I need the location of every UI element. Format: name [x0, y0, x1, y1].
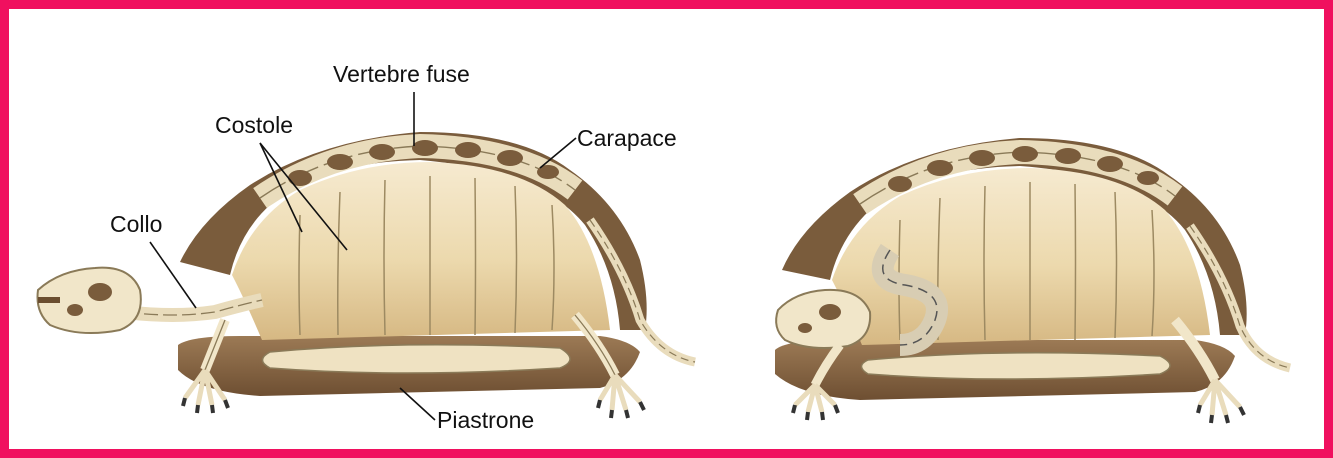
left-neck	[125, 300, 262, 315]
label-carapace: Carapace	[577, 125, 677, 151]
leader-plastron	[400, 388, 435, 420]
left-skull	[38, 268, 141, 333]
right-plastron-bone	[862, 353, 1171, 379]
label-neck: Collo	[110, 211, 162, 237]
label-ribs: Costole	[215, 112, 293, 138]
right-skull	[776, 290, 870, 348]
label-plastron: Piastrone	[437, 407, 534, 433]
label-vertebrae: Vertebre fuse	[333, 61, 470, 87]
left-plastron-bone	[263, 345, 571, 373]
left-turtle	[38, 132, 696, 418]
right-turtle	[775, 138, 1290, 423]
